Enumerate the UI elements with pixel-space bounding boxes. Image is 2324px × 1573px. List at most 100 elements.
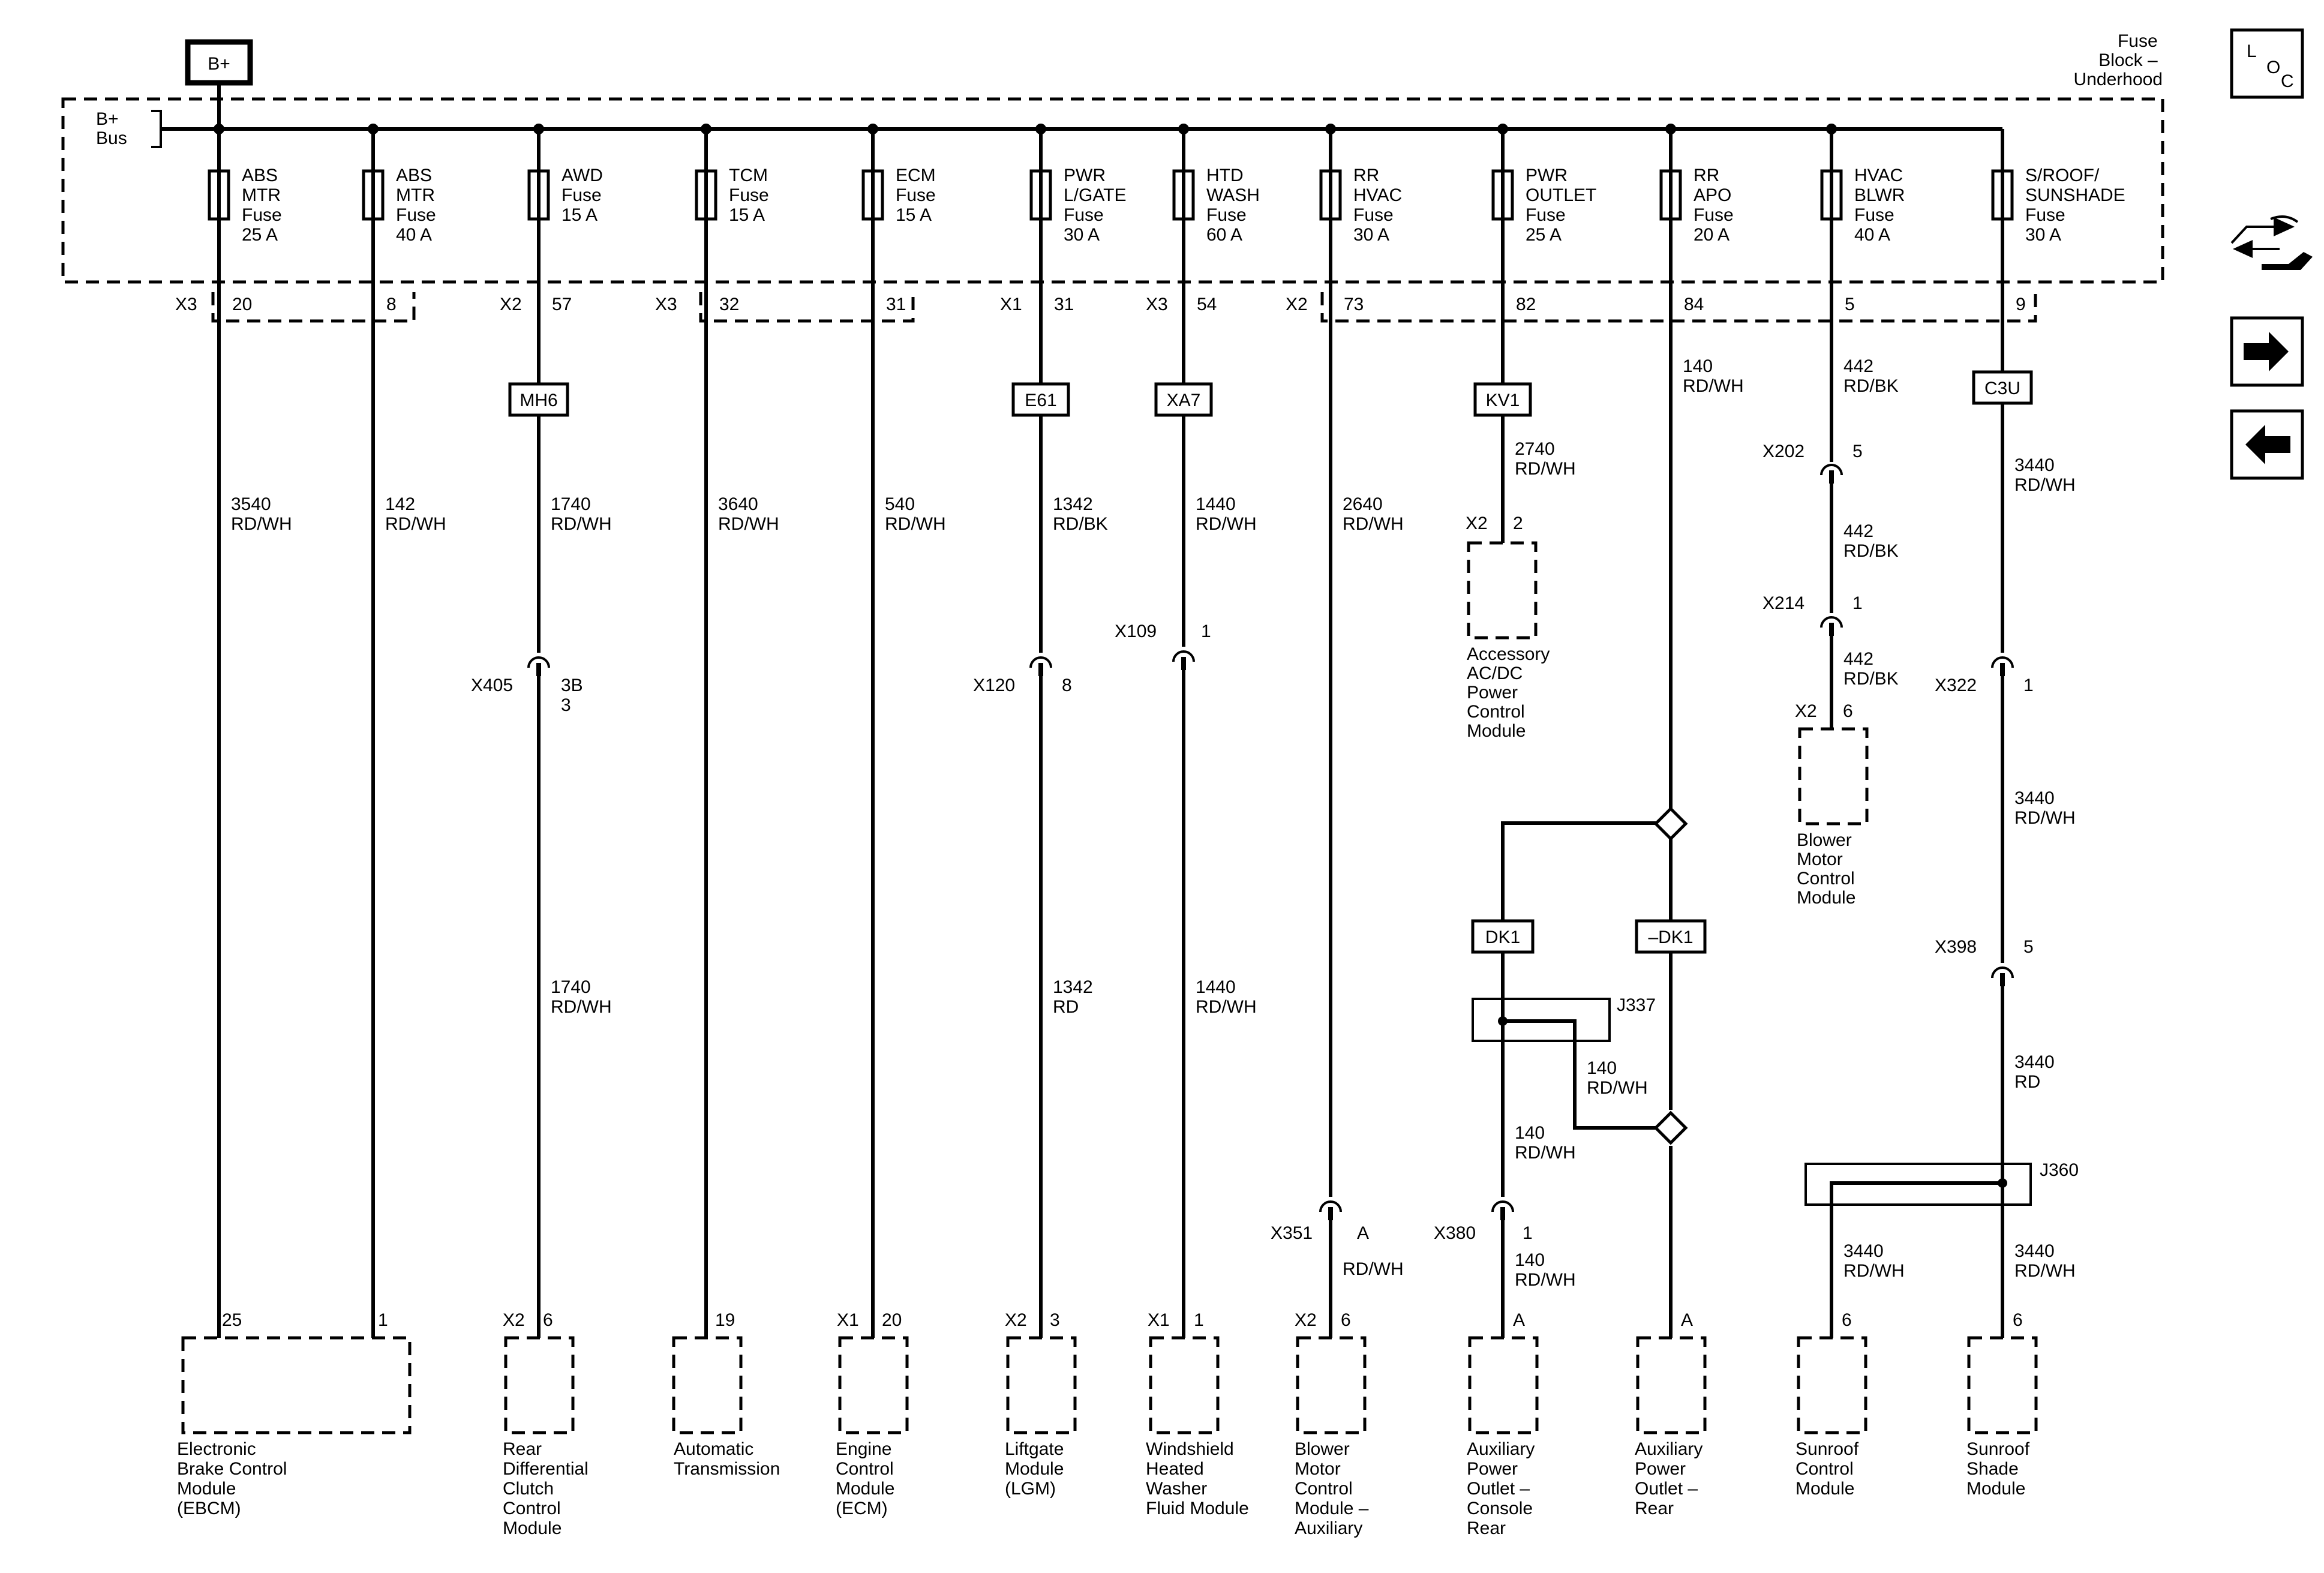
- inline-connector-x351: X351: [1271, 1223, 1313, 1243]
- inline-connector-labels: X405 3B 3 X109 1 X120 8 X202 5 X214 1 X3…: [471, 442, 2034, 1243]
- inline-pin: 1: [1852, 593, 1863, 613]
- module-pin: A: [1513, 1310, 1525, 1330]
- wire-label: RD/WH: [1343, 1259, 1404, 1279]
- svg-text:KV1: KV1: [1486, 391, 1520, 410]
- fuse-pin: 31: [886, 295, 906, 314]
- inline-connector-symbol: [1172, 650, 1195, 670]
- module-connector: X2: [1795, 701, 1817, 721]
- inline-connector-x322: X322: [1935, 676, 1977, 695]
- splice-j360-label: J360: [2040, 1160, 2079, 1180]
- circuit-wires: [217, 129, 2004, 1338]
- b-plus-label: B+: [208, 54, 230, 74]
- inline-pin: 1: [1201, 622, 1211, 641]
- inline-connector-symbol: [527, 656, 550, 676]
- inline-connector-x214: X214: [1762, 593, 1804, 613]
- loc-button[interactable]: L O C: [2230, 28, 2304, 99]
- inline-pin: 5: [1852, 442, 1863, 461]
- module-pin: 1: [378, 1310, 388, 1330]
- module-pin: 6: [543, 1310, 553, 1330]
- inline-connector-symbol: [1319, 1200, 1342, 1220]
- bus-junction-dots: [214, 124, 1837, 134]
- fuse-pin: 5: [1845, 295, 1855, 314]
- fuse-pin: 20: [232, 295, 252, 314]
- module-pin: 6: [1843, 701, 1853, 721]
- fuse-pin: 73: [1344, 295, 1364, 314]
- blower-module: X2 6 Blower Motor Control Module: [1795, 701, 1869, 908]
- svg-text:O: O: [2266, 58, 2280, 77]
- connector-tool-icon[interactable]: [2230, 215, 2313, 270]
- inline-pin: 3B: [561, 676, 583, 695]
- splices: J337 J360: [1472, 806, 2079, 1206]
- option-c3u: C3U: [1972, 370, 2033, 405]
- module-pin: 19: [715, 1310, 735, 1330]
- option-e61: E61: [1011, 382, 1070, 417]
- splice-diamond-lower: [1653, 1110, 1688, 1145]
- svg-text:MH6: MH6: [520, 391, 557, 410]
- splice-diamond-upper: [1653, 806, 1688, 841]
- fuse-pin: 31: [1054, 295, 1074, 314]
- svg-text:C: C: [2281, 71, 2294, 91]
- fuse-pin: 84: [1684, 295, 1704, 314]
- module-pin: 6: [2013, 1310, 2023, 1330]
- side-navigation: L O C: [2230, 28, 2313, 480]
- inline-connector-x405: X405: [471, 676, 513, 695]
- inline-connector-symbol: [1820, 464, 1843, 484]
- fuse-pin: 8: [386, 295, 397, 314]
- fuse-block-boundary: [61, 97, 2164, 284]
- inline-pin: A: [1357, 1223, 1369, 1243]
- b-plus-source: B+: [185, 39, 253, 129]
- module-pin: 20: [882, 1310, 902, 1330]
- arrow-left-button[interactable]: [2230, 409, 2304, 480]
- arrow-left-icon: [2245, 425, 2290, 464]
- fuse-block-label: Fuse Block – Underhood: [2074, 31, 2163, 89]
- inline-connector-x109: X109: [1115, 622, 1157, 641]
- svg-text:DK1: DK1: [1485, 927, 1520, 947]
- arrow-right-button[interactable]: [2230, 316, 2304, 387]
- accessory-module: X2 2 Accessory AC/DC Power Control Modul…: [1466, 514, 1550, 741]
- option-not-dk1: –DK1: [1635, 919, 1707, 954]
- module-pin: 25: [222, 1310, 242, 1330]
- module-connector: X2: [1466, 514, 1488, 533]
- option-boxes: MH6 E61 XA7 KV1 C3U DK1 –DK1: [508, 370, 2033, 954]
- option-dk1: DK1: [1471, 919, 1535, 954]
